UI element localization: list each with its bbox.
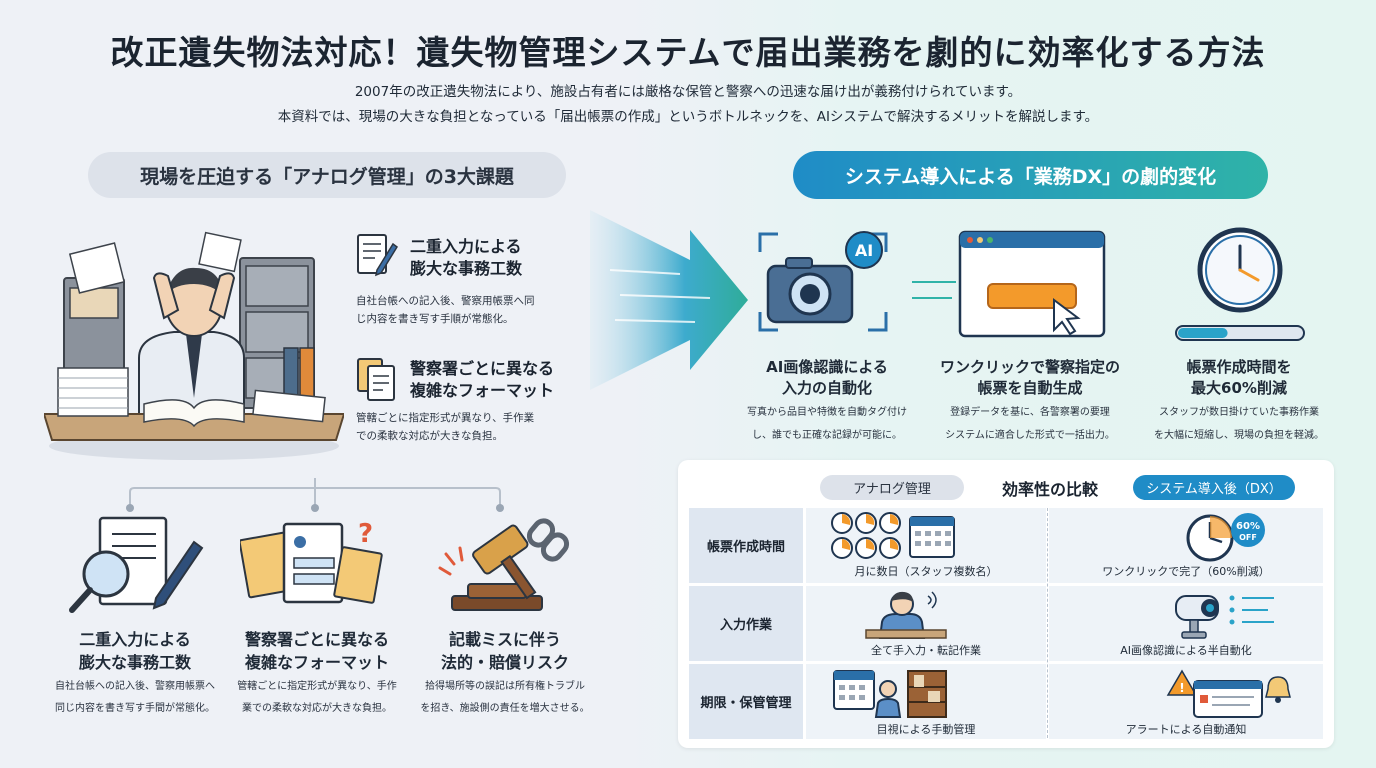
issue-1-title-line-2: 膨大な事務工数 [410, 259, 523, 278]
issue-1-desc-line-1: 自社台帳への記入後、警察用帳票へ同 [356, 295, 535, 307]
issue-2-desc-line-1: 管轄ごとに指定形式が異なり、手作業 [356, 412, 535, 424]
feature-1-title-line-2: 入力の自動化 [781, 379, 872, 397]
feature-3-desc-line-2: を大幅に短縮し、現場の負担を軽減。 [1154, 430, 1324, 441]
documents-icon [357, 358, 395, 401]
challenge-2-desc-line-2: 業での柔軟な対応が大きな負担。 [242, 703, 392, 714]
analog-input-caption: 全て手入力・転記作業 [871, 644, 981, 657]
stressed-worker-illustration [44, 231, 344, 460]
gavel-chain-icon [438, 518, 570, 611]
issue-2-title-line-1: 警察署ごとに異なる [410, 359, 555, 378]
feature-1-title-line-1: AI画像認識による [766, 358, 888, 376]
left-section-heading: 現場を圧迫する「アナログ管理」の3大課題 [88, 152, 566, 198]
comparison-divider [1047, 508, 1048, 738]
feature-2-title-line-2: 帳票を自動生成 [977, 379, 1083, 397]
challenge-1-title-line-1: 二重入力による [79, 630, 191, 649]
challenge-2-title-line-2: 複雑なフォーマット [244, 653, 389, 672]
issue-2-desc-line-2: での柔軟な対応が大きな負担。 [356, 430, 503, 442]
magnifier-document-icon [69, 516, 204, 613]
row-label-form-time: 帳票作成時間 [689, 508, 803, 583]
clock-progress-icon [1175, 227, 1305, 341]
cell-dx-row-1 [1049, 508, 1323, 583]
tree-connector [126, 478, 504, 512]
feature-3-title-line-1: 帳票作成時間を [1186, 358, 1292, 376]
challenge-1-desc-line-2: 同じ内容を書き写す手間が常態化。 [55, 703, 215, 714]
comparison-tag-dx: システム導入後（DX） [1133, 475, 1295, 500]
progress-bar-fill [1178, 328, 1228, 338]
sixty-percent-text: 60% [1236, 521, 1260, 532]
comparison-title: 効率性の比較 [1001, 480, 1098, 499]
page-title: 改正遺失物法対応！遺失物管理システムで届出業務を劇的に効率化する方法 [110, 33, 1266, 72]
right-section-heading: システム導入による「業務DX」の劇的変化 [793, 151, 1268, 199]
transformation-arrow-icon [590, 210, 748, 390]
challenge-1-desc-line-1: 自社台帳への記入後、警察用帳票へ [55, 681, 215, 692]
many-clocks-calendar-icon [831, 512, 955, 559]
row-label-input-work: 入力作業 [689, 586, 803, 661]
off-text: OFF [1239, 533, 1257, 542]
issue-1-title-line-1: 二重入力による [410, 237, 522, 256]
challenge-3-desc-line-2: を招き、施設側の責任を増大させる。 [420, 703, 590, 714]
dx-form-time-caption: ワンクリックで完了（60%削減） [1102, 565, 1270, 578]
analog-form-time-caption: 月に数日（スタッフ複数名） [854, 565, 998, 578]
dx-input-caption: AI画像認識による半自動化 [1120, 644, 1252, 657]
feature-2-title-line-1: ワンクリックで警察指定の [939, 358, 1120, 376]
challenge-2-title-line-1: 警察署ごとに異なる [244, 630, 389, 649]
feature-1-desc-line-1: 写真から品目や特徴を自動タグ付け [747, 407, 907, 418]
lead-text-2: 本資料では、現場の大きな負担となっている「届出帳票の作成」というボトルネックを、… [277, 109, 1099, 125]
challenge-3-title-line-2: 法的・賠償リスク [440, 653, 569, 672]
analog-deadline-caption: 目視による手動管理 [876, 723, 976, 736]
challenge-3-desc-line-1: 拾得場所等の誤記は所有権トラブル [425, 681, 585, 692]
row-label-deadline-storage: 期限・保管管理 [689, 664, 803, 739]
clock-sixty-off-icon: 60% OFF [1186, 513, 1265, 562]
feature-2-desc-line-1: 登録データを基に、各警察署の要理 [950, 407, 1110, 418]
ai-camera-icon: AI [758, 231, 888, 332]
feature-3-desc-line-1: スタッフが数日掛けていた事務作業 [1159, 407, 1319, 418]
worker-typing-icon [865, 591, 947, 639]
feature-1-desc-line-2: し、誰でも正確な記録が可能に。 [752, 430, 902, 441]
issue-2-title-line-2: 複雑なフォーマット [410, 381, 555, 400]
various-forms-icon: ? [240, 519, 383, 604]
feature-2-desc-line-2: システムに適合した形式で一括出力。 [945, 430, 1115, 441]
issue-1-desc-line-2: じ内容を書き写す手順が常態化。 [356, 313, 514, 325]
cell-analog-row-2 [806, 586, 1046, 661]
alert-notification-icon: ! [1166, 669, 1291, 718]
svg-text:?: ? [358, 519, 373, 549]
ai-badge-text: AI [855, 241, 873, 260]
document-pen-icon [357, 234, 398, 277]
calendar-shelf-icon [833, 670, 947, 718]
feature-3-title-line-2: 最大60%削減 [1191, 379, 1287, 397]
dx-deadline-caption: アラートによる自動通知 [1125, 723, 1247, 736]
svg-text:!: ! [1179, 681, 1184, 695]
lead-text-1: 2007年の改正遺失物法により、施設占有者には厳格な保管と警察への迅速な届け出が… [354, 84, 1022, 100]
challenge-1-title-line-2: 膨大な事務工数 [78, 653, 191, 672]
challenge-2-desc-line-1: 管轄ごとに指定形式が異なり、手作 [237, 681, 397, 692]
ai-camera-scan-icon [1175, 595, 1274, 639]
challenge-3-title-line-1: 記載ミスに伴う [448, 630, 561, 649]
browser-click-icon [912, 230, 1106, 338]
comparison-tag-analog: アナログ管理 [820, 475, 964, 500]
